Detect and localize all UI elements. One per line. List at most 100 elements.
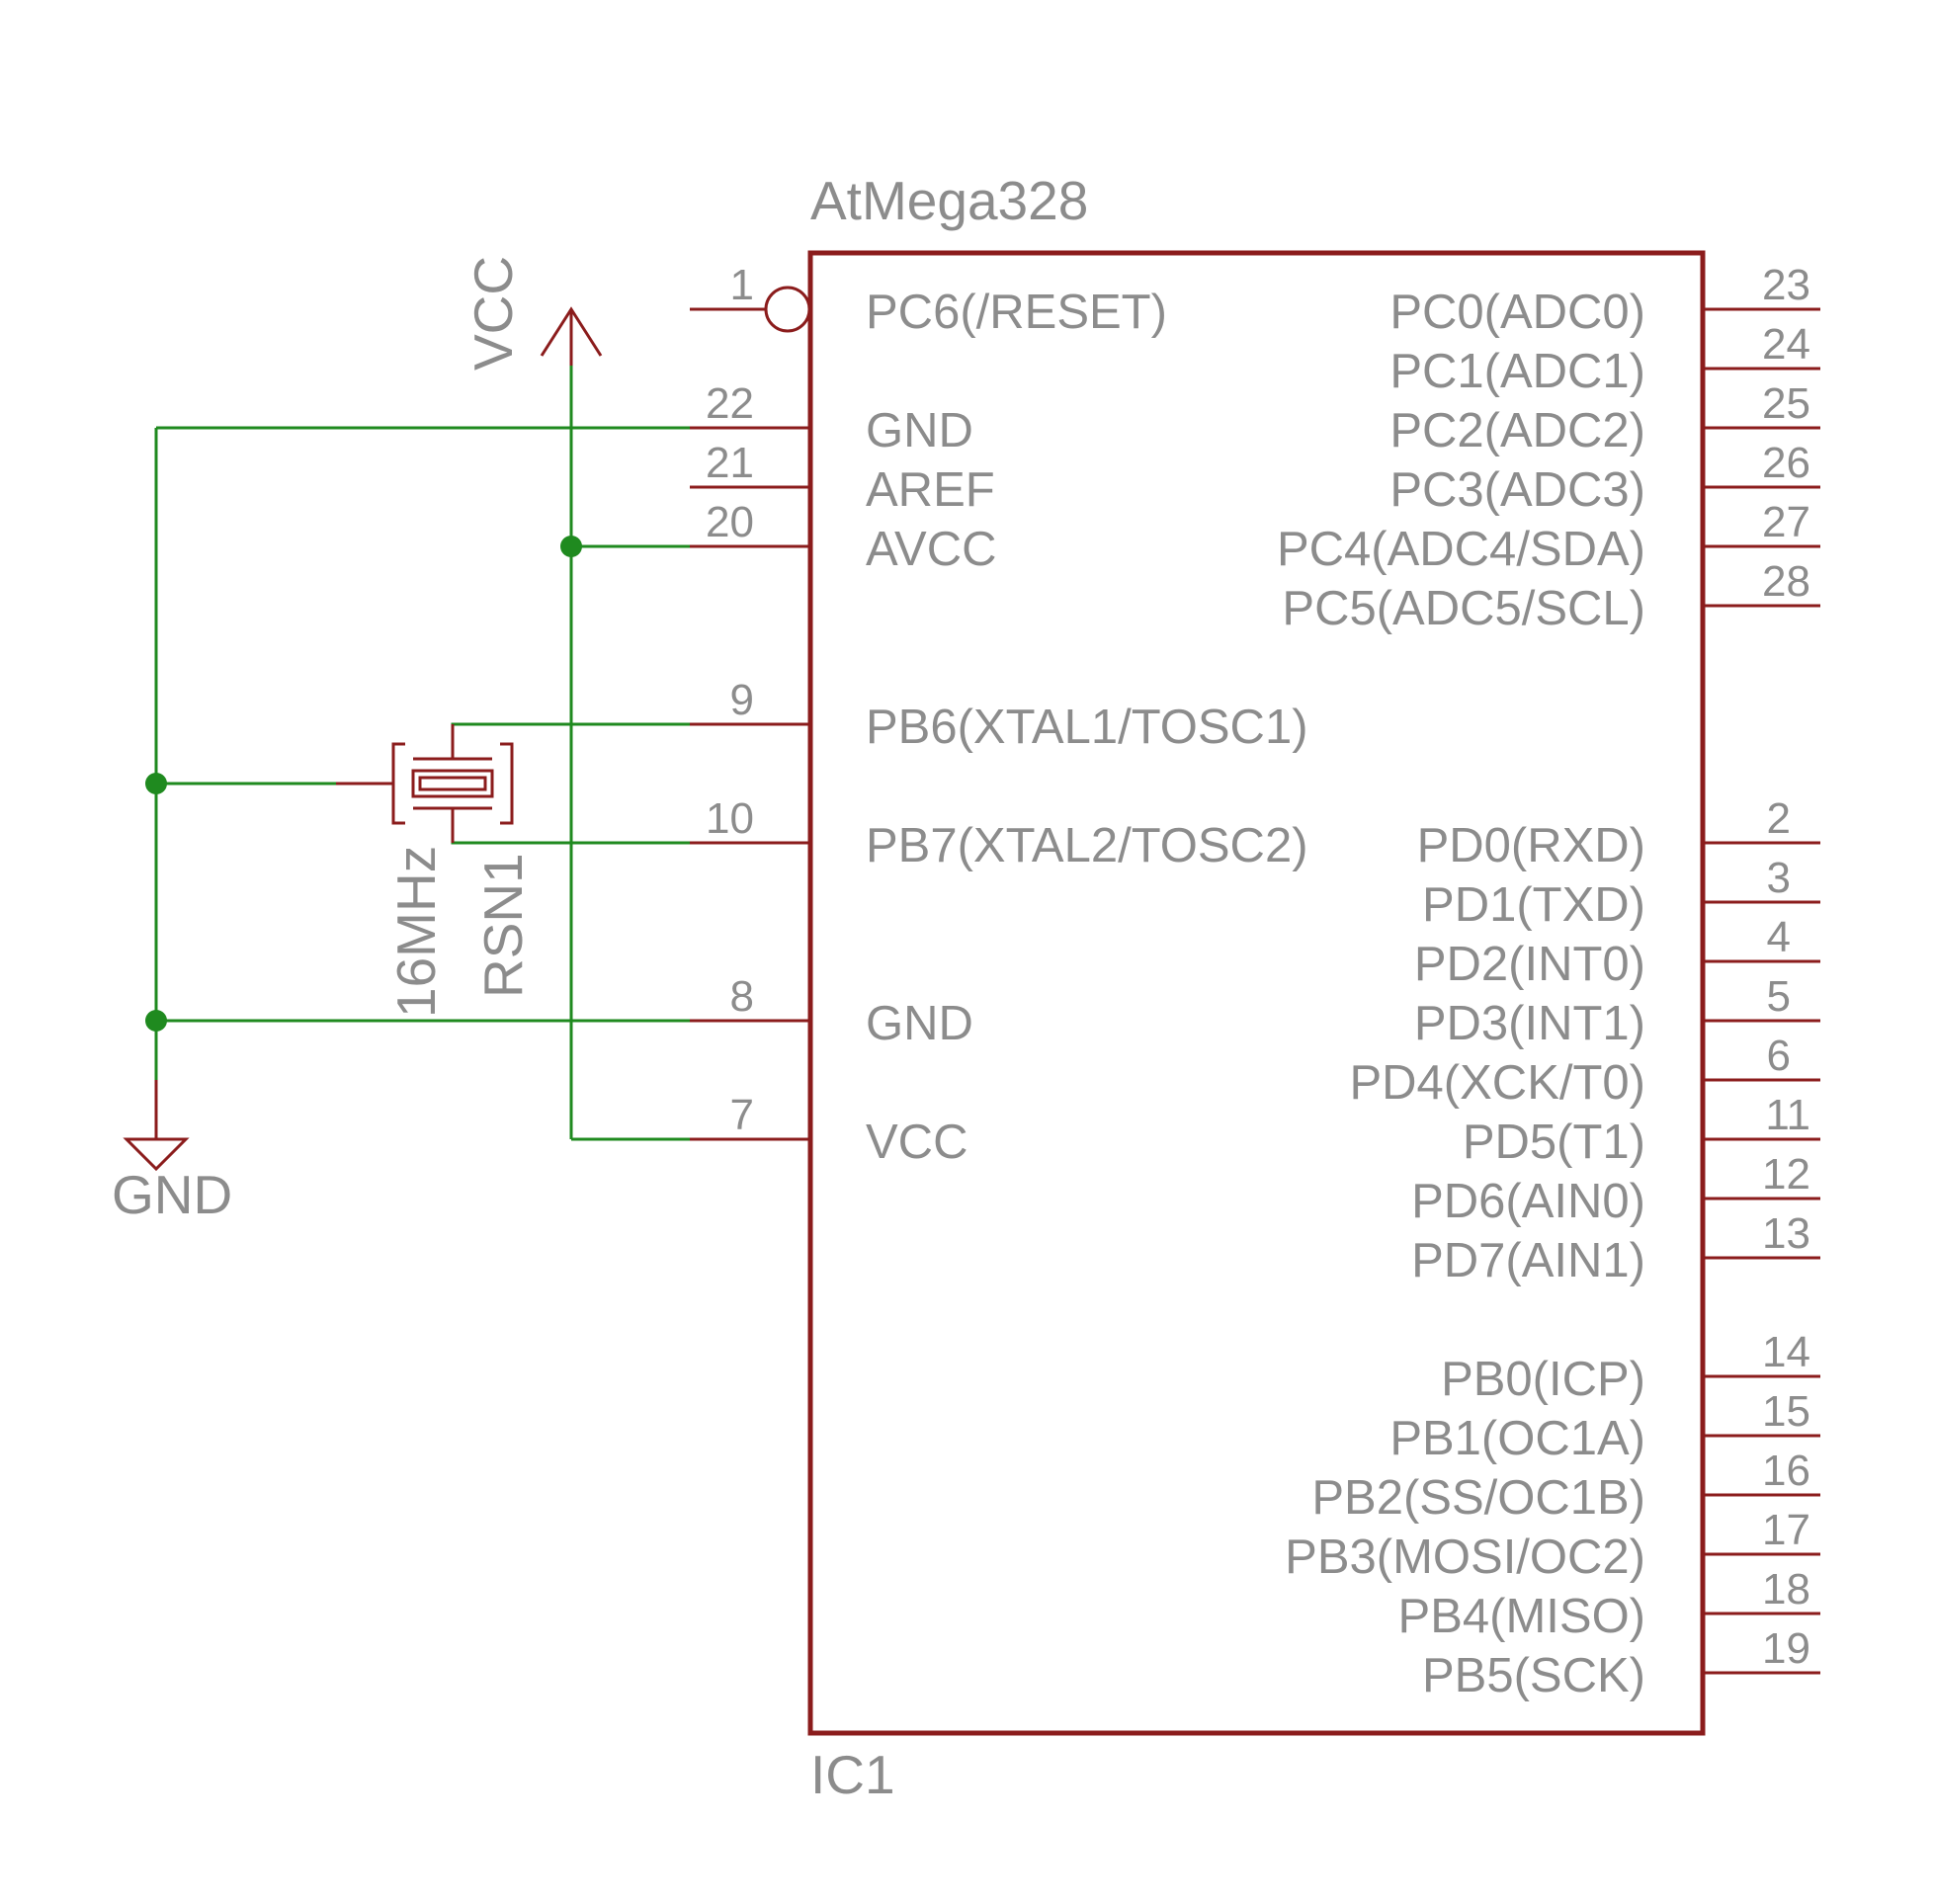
right-pin-24: 24 PC1(ADC1) xyxy=(1389,320,1820,398)
right-pin-26: 26 PC3(ADC3) xyxy=(1389,439,1820,517)
pin-name: PD3(INT1) xyxy=(1414,997,1645,1050)
ic-part-label: AtMega328 xyxy=(810,170,1088,231)
right-pin-18: 18 PB4(MISO) xyxy=(1398,1565,1820,1643)
pin-name: PC4(ADC4/SDA) xyxy=(1277,523,1645,576)
right-pin-4: 4 PD2(INT0) xyxy=(1414,913,1820,991)
pin-name: PD0(RXD) xyxy=(1417,819,1645,872)
pin-number: 28 xyxy=(1762,557,1810,606)
pin-number: 1 xyxy=(730,261,754,309)
pin-name: PB4(MISO) xyxy=(1398,1590,1645,1643)
pin-name: PB1(OC1A) xyxy=(1389,1412,1645,1465)
pin-number: 2 xyxy=(1767,794,1791,843)
pin-name: GND xyxy=(866,404,973,457)
pin-number: 4 xyxy=(1767,913,1791,961)
right-pin-14: 14 PB0(ICP) xyxy=(1441,1328,1820,1406)
pin-number: 21 xyxy=(706,439,754,487)
left-pin-10: 10 PB7(XTAL2/TOSC2) xyxy=(690,794,1308,872)
pin-name: AREF xyxy=(866,463,995,517)
junction-dot xyxy=(145,1010,167,1032)
pin-name: PD5(T1) xyxy=(1463,1116,1645,1169)
vcc-label: VCC xyxy=(462,256,524,371)
pin-name: PB7(XTAL2/TOSC2) xyxy=(866,819,1308,872)
right-pin-27: 27 PC4(ADC4/SDA) xyxy=(1277,498,1820,576)
pin-name: PD6(AIN0) xyxy=(1411,1175,1645,1228)
pin-number: 14 xyxy=(1762,1328,1810,1376)
pin-number: 8 xyxy=(730,972,754,1021)
pin-name: PB2(SS/OC1B) xyxy=(1311,1471,1645,1525)
left-pin-8: 8 GND xyxy=(690,972,973,1050)
right-pin-5: 5 PD3(INT1) xyxy=(1414,972,1820,1050)
right-pin-25: 25 PC2(ADC2) xyxy=(1389,379,1820,457)
pin-name: AVCC xyxy=(866,523,997,576)
pin-number: 19 xyxy=(1762,1624,1810,1673)
pin-name: PC2(ADC2) xyxy=(1389,404,1645,457)
pin-number: 27 xyxy=(1762,498,1810,546)
gnd-label: GND xyxy=(112,1164,232,1225)
pin-name: PB5(SCK) xyxy=(1422,1649,1645,1702)
junction-dot xyxy=(145,773,167,794)
pin-name: PC0(ADC0) xyxy=(1389,286,1645,339)
right-pin-11: 11 PD5(T1) xyxy=(1463,1091,1820,1169)
right-pin-6: 6 PD4(XCK/T0) xyxy=(1349,1032,1820,1110)
pin-number: 24 xyxy=(1762,320,1810,369)
pin-number: 13 xyxy=(1762,1209,1810,1258)
gnd-supply-symbol: GND xyxy=(112,1080,232,1225)
left-pin-7: 7 VCC xyxy=(690,1091,967,1169)
pin-name: PD4(XCK/T0) xyxy=(1349,1056,1645,1110)
pin-number: 3 xyxy=(1767,854,1791,902)
right-pin-23: 23 PC0(ADC0) xyxy=(1389,261,1820,339)
left-pin-22: 22 GND xyxy=(690,379,973,457)
pin-number: 17 xyxy=(1762,1506,1810,1554)
pin-number: 25 xyxy=(1762,379,1810,428)
pin-number: 10 xyxy=(706,794,754,843)
pin-number: 26 xyxy=(1762,439,1810,487)
left-pin-21: 21 AREF xyxy=(690,439,995,517)
pin-name: PC3(ADC3) xyxy=(1389,463,1645,517)
pin-name: PC6(/RESET) xyxy=(866,286,1167,339)
pin-number: 12 xyxy=(1762,1150,1810,1199)
left-pin-20: 20 AVCC xyxy=(690,498,997,576)
resonator-ref-label: RSN1 xyxy=(472,853,534,998)
ic-ref-label: IC1 xyxy=(810,1744,895,1805)
resonator-symbol: 16MHz RSN1 xyxy=(336,724,534,1018)
pin-number: 7 xyxy=(730,1091,754,1139)
ic-body xyxy=(807,250,1706,1736)
right-pin-13: 13 PD7(AIN1) xyxy=(1411,1209,1820,1287)
vcc-supply-symbol: VCC xyxy=(462,256,603,371)
wire-vcc-bus xyxy=(569,366,690,1141)
pin-number: 6 xyxy=(1767,1032,1791,1080)
pin-number: 20 xyxy=(706,498,754,546)
pin-name: PB6(XTAL1/TOSC1) xyxy=(866,701,1308,754)
wire-gnd-bus xyxy=(154,426,690,1080)
pin-number: 11 xyxy=(1765,1091,1810,1139)
left-pin-1: 1 PC6(/RESET) xyxy=(690,261,1167,339)
right-pin-2: 2 PD0(RXD) xyxy=(1417,794,1820,872)
pin-number: 5 xyxy=(1767,972,1791,1021)
pin-number: 23 xyxy=(1762,261,1810,309)
left-pin-9: 9 PB6(XTAL1/TOSC1) xyxy=(690,676,1308,754)
right-pin-12: 12 PD6(AIN0) xyxy=(1411,1150,1820,1228)
pin-name: PD1(TXD) xyxy=(1422,878,1645,932)
pin-name: PD2(INT0) xyxy=(1414,938,1645,991)
right-pin-19: 19 PB5(SCK) xyxy=(1422,1624,1820,1702)
pin-number: 15 xyxy=(1762,1387,1810,1436)
pin-number: 22 xyxy=(706,379,754,428)
pin-number: 9 xyxy=(730,676,754,724)
right-pin-16: 16 PB2(SS/OC1B) xyxy=(1311,1447,1820,1525)
right-pin-3: 3 PD1(TXD) xyxy=(1422,854,1820,932)
pin-name: GND xyxy=(866,997,973,1050)
pin-number: 16 xyxy=(1762,1447,1810,1495)
junction-dot xyxy=(560,536,582,557)
pin-name: PC5(ADC5/SCL) xyxy=(1282,582,1645,635)
pin-name: PB0(ICP) xyxy=(1441,1353,1645,1406)
resonator-value-label: 16MHz xyxy=(385,846,447,1018)
pin-number: 18 xyxy=(1762,1565,1810,1614)
pin-name: PB3(MOSI/OC2) xyxy=(1285,1531,1645,1584)
pin-name: PD7(AIN1) xyxy=(1411,1234,1645,1287)
right-pin-17: 17 PB3(MOSI/OC2) xyxy=(1285,1506,1820,1584)
pin-name: PC1(ADC1) xyxy=(1389,345,1645,398)
right-pin-28: 28 PC5(ADC5/SCL) xyxy=(1282,557,1820,635)
pin-name: VCC xyxy=(866,1116,967,1169)
right-pin-15: 15 PB1(OC1A) xyxy=(1389,1387,1820,1465)
